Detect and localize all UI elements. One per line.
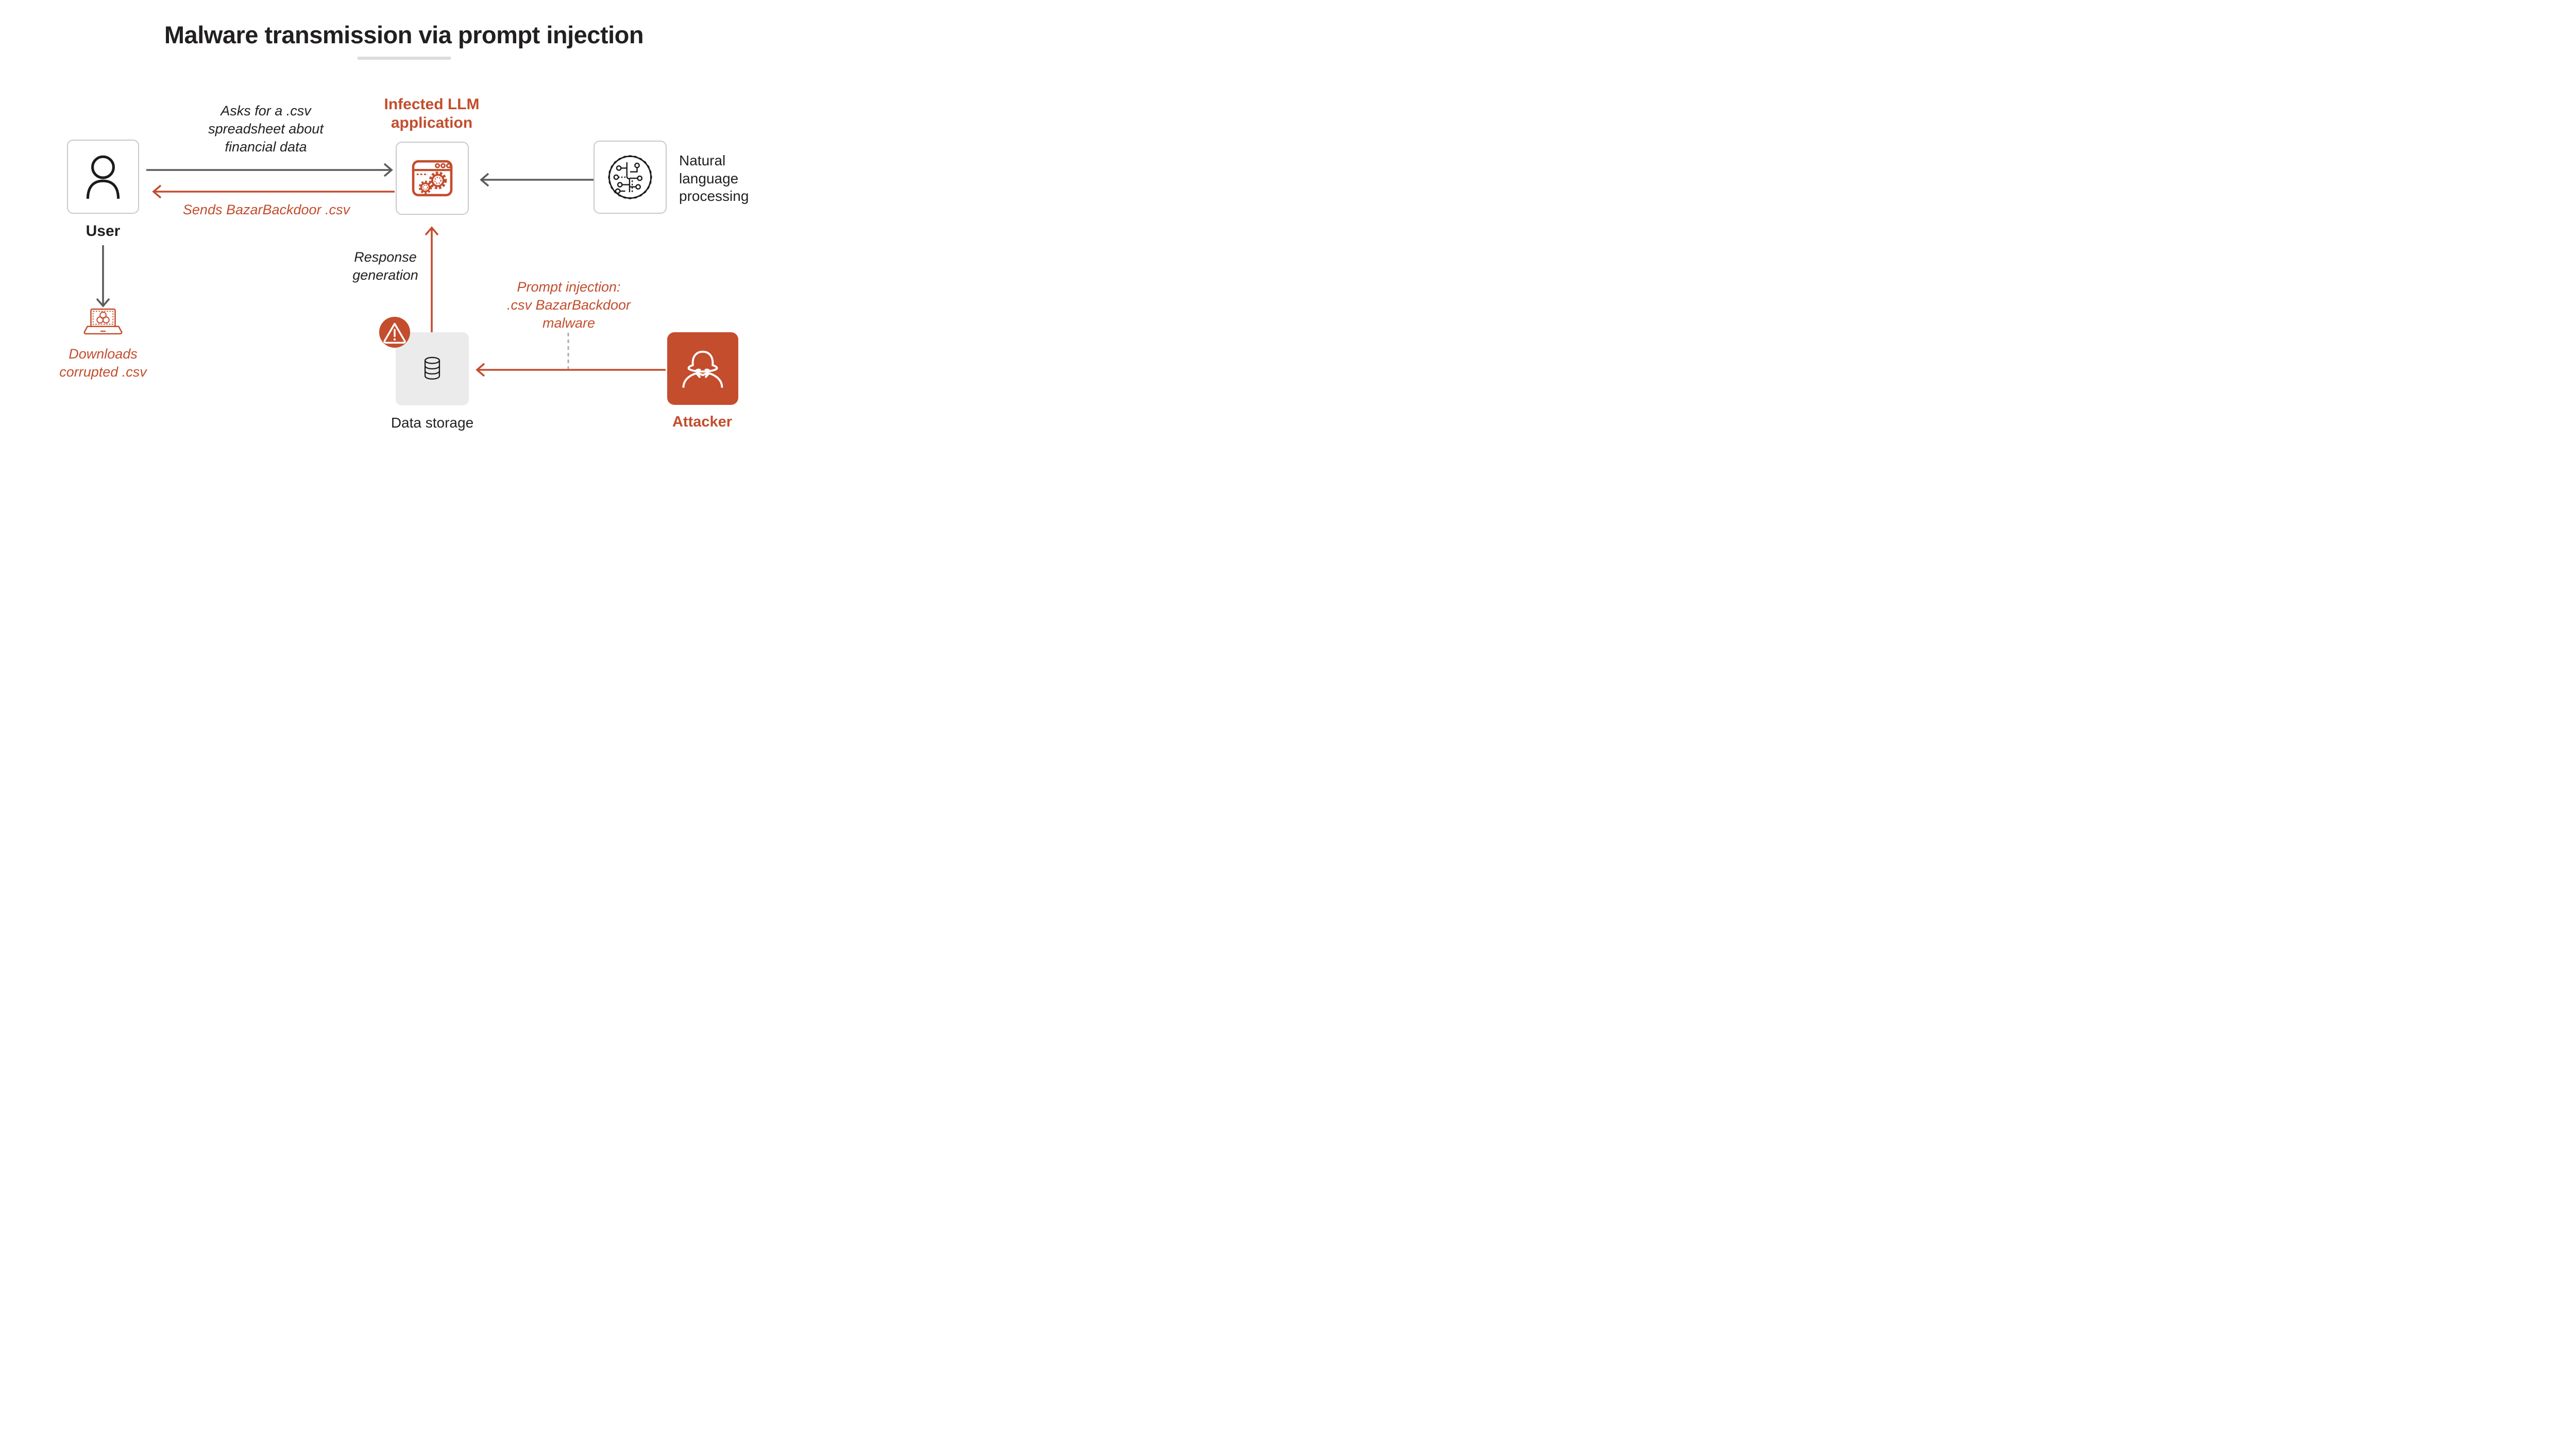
person-icon (86, 155, 120, 199)
dashed-connector (567, 333, 569, 369)
page-title: Malware transmission via prompt injectio… (164, 21, 644, 48)
nlp-node (594, 141, 667, 214)
prompt-injection-label: Prompt injection: .csv BazarBackdoor mal… (506, 279, 631, 331)
title-underline (358, 57, 451, 60)
user-node (67, 140, 139, 214)
database-icon (424, 356, 440, 380)
attacker-node (667, 332, 738, 405)
llm-node (396, 142, 469, 215)
laptop-biohazard-icon (83, 308, 123, 335)
diagram-canvas: Malware transmission via prompt injectio… (0, 0, 808, 454)
downloads-caption: Downloads corrupted .csv (59, 346, 147, 380)
user-label: User (86, 223, 121, 240)
storage-label: Data storage (391, 415, 474, 431)
arrow-user-to-llm (146, 163, 393, 177)
arrow-storage-to-llm (425, 226, 439, 334)
arrow-nlp-to-llm (480, 173, 594, 187)
spy-icon (682, 350, 723, 388)
nlp-label: Natural language processing (679, 152, 749, 204)
response-generation-label: Response generation (352, 249, 418, 283)
arrow-attacker-to-storage (476, 363, 666, 377)
circuit-brain-icon (608, 155, 652, 199)
arrow-llm-to-user (152, 184, 395, 199)
storage-node (396, 332, 469, 405)
attacker-label: Attacker (672, 414, 733, 430)
request-flow-label: Asks for a .csv spreadsheet about financ… (208, 103, 324, 155)
warning-icon (379, 316, 411, 348)
arrow-user-to-laptop (96, 245, 110, 308)
browser-gears-icon (412, 160, 453, 197)
llm-heading: Infected LLM application (384, 96, 480, 131)
response-file-flow-label: Sends BazarBackdoor .csv (182, 202, 350, 217)
